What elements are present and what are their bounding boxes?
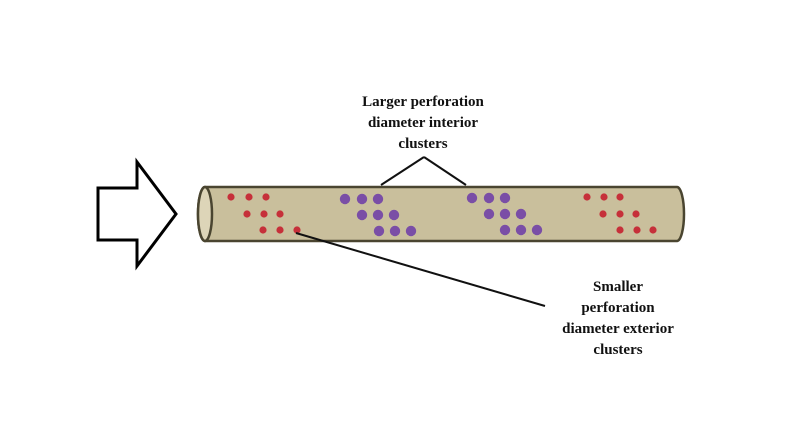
- large-perforation: [499, 192, 511, 204]
- interior-cluster-2: [466, 192, 543, 236]
- label-line: clusters: [593, 342, 643, 358]
- label-line: Smaller: [593, 279, 643, 295]
- pipe: [196, 185, 686, 243]
- large-perforation: [483, 208, 495, 220]
- large-perforation: [356, 209, 368, 221]
- small-perforation: [616, 226, 624, 234]
- small-perforation: [583, 193, 591, 201]
- large-perforation: [373, 225, 385, 237]
- exterior-cluster-right: [583, 193, 657, 234]
- label-line: diameter exterior: [562, 321, 674, 337]
- label-line: perforation: [581, 300, 655, 316]
- pipe-open-end: [196, 185, 214, 243]
- leader-line-interior-left: [380, 156, 425, 186]
- large-perforation: [515, 208, 527, 220]
- small-perforation: [600, 193, 608, 201]
- leader-line-interior-right: [423, 156, 467, 186]
- label-line: Larger perforation: [362, 94, 484, 110]
- large-perforation: [499, 208, 511, 220]
- leader-lines: [295, 156, 546, 307]
- small-perforation: [276, 210, 284, 218]
- large-perforation: [356, 193, 368, 205]
- small-perforation: [599, 210, 607, 218]
- label-line: clusters: [398, 136, 448, 152]
- large-perforation: [405, 225, 417, 237]
- small-perforation: [276, 226, 284, 234]
- label-smaller-exterior-clusters: Smaller perforation diameter exterior cl…: [530, 277, 706, 361]
- exterior-cluster-left: [227, 193, 301, 234]
- small-perforation: [616, 193, 624, 201]
- large-perforation: [483, 192, 495, 204]
- small-perforation: [633, 226, 641, 234]
- large-perforation: [531, 224, 543, 236]
- large-perforation: [466, 192, 478, 204]
- small-perforation: [616, 210, 624, 218]
- large-perforation: [389, 225, 401, 237]
- small-perforation: [259, 226, 267, 234]
- label-larger-interior-clusters: Larger perforation diameter interior clu…: [330, 92, 516, 155]
- leader-line-exterior: [295, 232, 546, 307]
- small-perforation: [632, 210, 640, 218]
- large-perforation: [372, 193, 384, 205]
- small-perforation: [245, 193, 253, 201]
- label-line: diameter interior: [367, 115, 479, 131]
- right-arrow-outline-icon: [96, 157, 178, 271]
- small-perforation: [260, 210, 268, 218]
- large-perforation: [372, 209, 384, 221]
- large-perforation: [515, 224, 527, 236]
- interior-cluster-1: [339, 193, 417, 237]
- small-perforation: [243, 210, 251, 218]
- small-perforation: [262, 193, 270, 201]
- large-perforation: [499, 224, 511, 236]
- large-perforation: [339, 193, 351, 205]
- pipe-body: [196, 185, 686, 243]
- large-perforation: [388, 209, 400, 221]
- small-perforation: [293, 226, 301, 234]
- small-perforation: [227, 193, 235, 201]
- small-perforation: [649, 226, 657, 234]
